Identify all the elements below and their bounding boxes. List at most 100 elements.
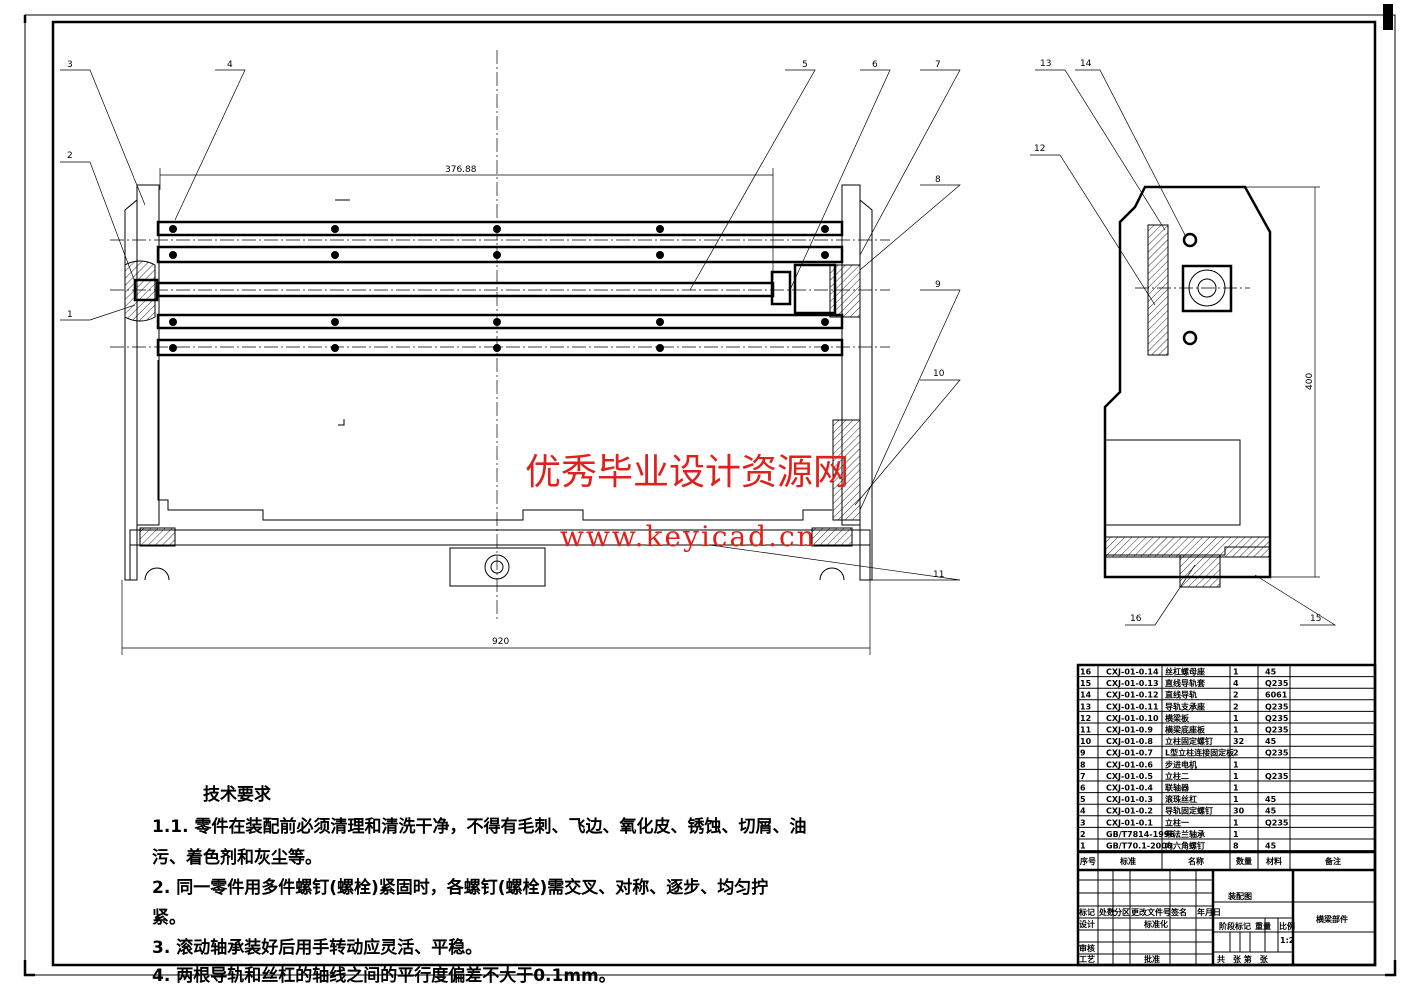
bom-cell-code: CXJ-01-0.4 — [1106, 784, 1153, 793]
outer-border — [24, 14, 1396, 976]
bom-cell-no: 16 — [1080, 668, 1092, 677]
bom-cell-name: 联轴器 — [1165, 783, 1190, 793]
bom-cell-mat: 45 — [1265, 737, 1277, 746]
svg-text:13: 13 — [1040, 59, 1051, 69]
svg-text:标准: 标准 — [1119, 856, 1136, 866]
bom-cell-name: 步进电机 — [1165, 759, 1197, 769]
inner-border — [51, 20, 1377, 967]
bom-cell-code: CXJ-01-0.8 — [1106, 737, 1153, 746]
bom-cell-mat: Q235 — [1265, 679, 1289, 688]
bom-cell-name: L型立柱连接固定板 — [1165, 748, 1235, 758]
svg-text:12: 12 — [1034, 144, 1045, 154]
bom-cell-mat: 6061 — [1265, 691, 1288, 700]
bom-cell-name: 滚珠丝杠 — [1165, 794, 1197, 804]
svg-text:更改文件号: 更改文件号 — [1131, 907, 1171, 917]
bom-cell-no: 5 — [1080, 795, 1086, 804]
scrollbar-top-mark — [1383, 4, 1393, 30]
bom-cell-code: CXJ-01-0.6 — [1106, 760, 1153, 769]
bom-cell-no: 14 — [1080, 691, 1092, 700]
svg-text:批准: 批准 — [1144, 954, 1160, 964]
bom-cell-mat: 45 — [1265, 668, 1277, 677]
bom-cell-no: 7 — [1080, 772, 1086, 781]
bom-cell-name: 横梁底座板 — [1165, 725, 1206, 735]
svg-text:标记: 标记 — [1078, 907, 1095, 917]
bom-cell-qty: 1 — [1233, 668, 1239, 677]
bom-cell-code: CXJ-01-0.2 — [1106, 807, 1153, 816]
svg-text:7: 7 — [935, 60, 941, 70]
svg-text:阶段标记: 阶段标记 — [1219, 921, 1251, 931]
tech-req-title: 技术要求 — [203, 785, 271, 805]
bom-cell-qty: 1 — [1233, 714, 1239, 723]
title-block: 装配图 横梁部件 标记 处数 分区 更改文件号 签名 年月日 设计 标准化 阶段… — [1078, 870, 1375, 965]
svg-text:比例: 比例 — [1279, 921, 1295, 931]
bom-cell-code: CXJ-01-0.3 — [1106, 795, 1153, 804]
bom-cell-mat: 45 — [1265, 807, 1277, 816]
bom-cell-code: CXJ-01-0.11 — [1106, 702, 1159, 711]
svg-text:14: 14 — [1080, 59, 1092, 69]
svg-text:共 张 第 张: 共 张 第 张 — [1217, 954, 1269, 964]
svg-text:5: 5 — [802, 60, 808, 70]
bom-cell-no: 11 — [1080, 726, 1092, 735]
bom-cell-name: 导轨支承座 — [1165, 701, 1205, 711]
svg-text:处数: 处数 — [1098, 907, 1116, 917]
bom-cell-qty: 1 — [1233, 760, 1239, 769]
svg-text:工艺: 工艺 — [1079, 954, 1095, 964]
bom-cell-code: CXJ-01-0.7 — [1106, 749, 1153, 758]
svg-text:4: 4 — [227, 60, 233, 70]
svg-text:400: 400 — [1305, 373, 1315, 390]
bom-cell-no: 3 — [1080, 818, 1086, 827]
bom-cell-name: 直线导轨套 — [1165, 678, 1206, 688]
svg-text:名称: 名称 — [1188, 856, 1204, 866]
bom-cell-qty: 1 — [1233, 784, 1239, 793]
bom-cell-no: 9 — [1080, 749, 1086, 758]
bom-cell-code: CXJ-01-0.10 — [1106, 714, 1159, 723]
side-view: 400 13 14 12 16 15 — [1030, 59, 1337, 626]
svg-text:376.88: 376.88 — [445, 165, 477, 175]
svg-text:8: 8 — [935, 175, 941, 185]
bom-cell-name: 丝杠螺母座 — [1165, 667, 1205, 677]
bom-cell-qty: 1 — [1233, 772, 1239, 781]
bom-cell-qty: 2 — [1233, 702, 1239, 711]
svg-text:序号: 序号 — [1080, 856, 1096, 866]
svg-text:3: 3 — [67, 60, 73, 70]
bom-cell-code: CXJ-01-0.14 — [1106, 668, 1159, 677]
svg-text:设计: 设计 — [1079, 919, 1095, 929]
watermark-title: 优秀毕业设计资源网 — [525, 452, 850, 493]
bom-cell-qty: 1 — [1233, 795, 1239, 804]
bom-cell-mat: Q235 — [1265, 749, 1289, 758]
bom-cell-qty: 30 — [1233, 807, 1245, 816]
bom-cell-mat: 45 — [1265, 842, 1277, 851]
bom-cell-code: GB/T7814-1996 — [1106, 830, 1175, 839]
svg-text:签名: 签名 — [1170, 907, 1187, 917]
tech-req-line: 紧。 — [152, 908, 186, 928]
svg-text:分区: 分区 — [1114, 907, 1130, 917]
bom-cell-no: 2 — [1080, 830, 1086, 839]
bom-cell-name: 立柱一 — [1165, 817, 1189, 827]
bom-cell-mat: Q235 — [1265, 818, 1289, 827]
bom-cell-no: 10 — [1080, 737, 1092, 746]
svg-text:6: 6 — [872, 60, 878, 70]
bom-cell-qty: 2 — [1233, 749, 1239, 758]
bom-cell-name: 立柱二 — [1165, 771, 1189, 781]
bom-cell-code: CXJ-01-0.9 — [1106, 726, 1153, 735]
svg-text:1: 1 — [67, 310, 73, 320]
svg-text:数量: 数量 — [1236, 856, 1252, 866]
corner-marks — [23, 15, 1397, 977]
bom-cell-no: 6 — [1080, 784, 1086, 793]
bom-cell-mat: Q235 — [1265, 702, 1289, 711]
bom-cell-no: 15 — [1080, 679, 1092, 688]
watermark-url: www.keyicad.cn — [560, 520, 817, 553]
bom-cell-no: 12 — [1080, 714, 1091, 723]
bom-cell-name: 横梁板 — [1165, 713, 1190, 723]
svg-text:11: 11 — [933, 570, 944, 580]
tech-req-line: 1.1. 零件在装配前必须清理和清洗干净，不得有毛刺、飞边、氧化皮、锈蚀、切屑、… — [152, 817, 807, 837]
bom-cell-qty: 1 — [1233, 818, 1239, 827]
svg-text:标准化: 标准化 — [1143, 919, 1168, 929]
svg-text:审核: 审核 — [1079, 943, 1095, 953]
svg-text:备注: 备注 — [1324, 856, 1341, 866]
front-view: 376.88 920 3 4 5 6 7 8 9 10 11 2 1 — [60, 50, 961, 655]
bom-cell-code: CXJ-01-0.12 — [1106, 691, 1159, 700]
bom-cell-name: 内六角螺钉 — [1165, 841, 1205, 851]
tech-req-line: 4. 两根导轨和丝杠的轴线之间的平行度偏差不大于0.1mm。 — [152, 966, 616, 986]
